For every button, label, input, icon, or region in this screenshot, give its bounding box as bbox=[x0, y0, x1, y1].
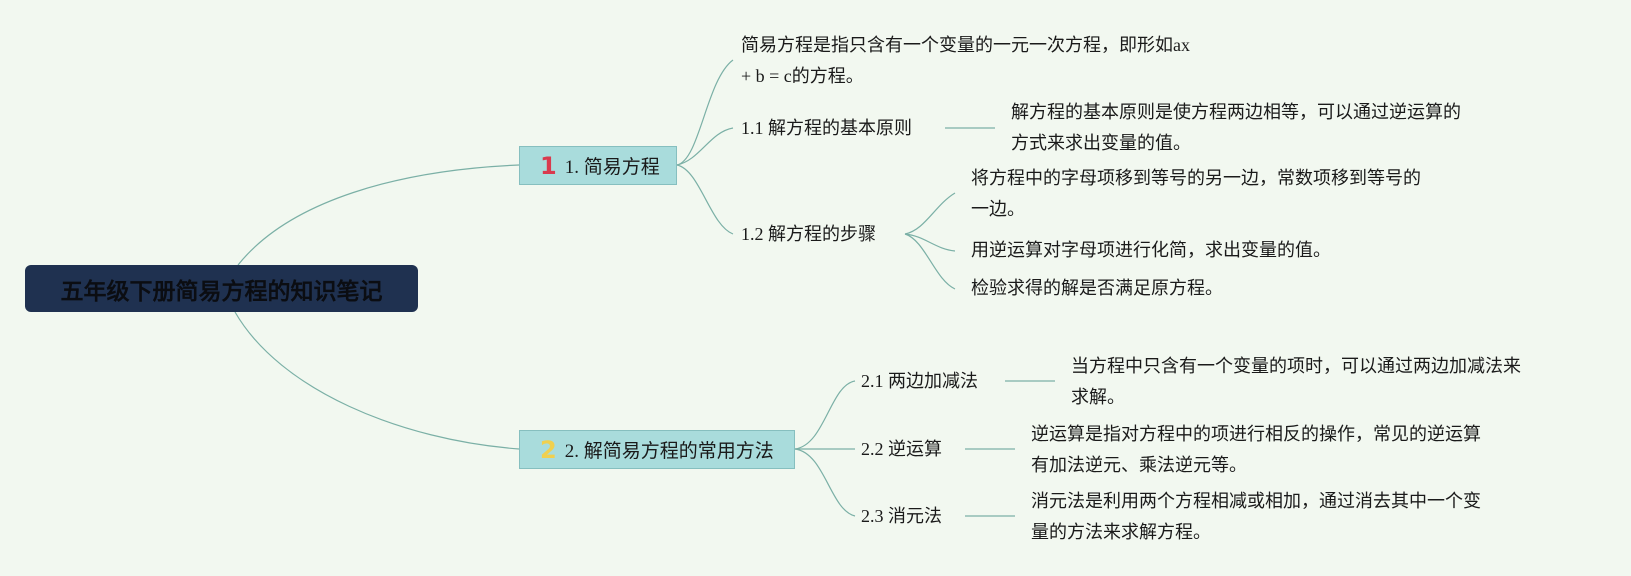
topic-2[interactable]: 2 2. 解简易方程的常用方法 bbox=[519, 430, 795, 469]
subtopic-2-2-detail[interactable]: 逆运算是指对方程中的项进行相反的操作，常见的逆运算 有加法逆元、乘法逆元等。 bbox=[1031, 419, 1481, 481]
detail-line: 解方程的基本原则是使方程两边相等，可以通过逆运算的 bbox=[1011, 102, 1461, 122]
topic-2-label: 2. 解简易方程的常用方法 bbox=[564, 441, 774, 462]
root-title: 五年级下册简易方程的知识笔记 bbox=[60, 278, 383, 305]
connector-sub12-detail1 bbox=[904, 192, 956, 235]
number-1-icon: 1 bbox=[540, 151, 557, 180]
connector-topic2-sub1 bbox=[794, 380, 856, 450]
detail-line: 用逆运算对字母项进行化简，求出变量的值。 bbox=[971, 240, 1331, 260]
topic-1[interactable]: 1 1. 简易方程 bbox=[519, 146, 677, 185]
connector-topic1-sub1 bbox=[676, 127, 734, 166]
subtopic-1-1-label: 1.1 解方程的基本原则 bbox=[741, 118, 912, 138]
connector-topic1-definition bbox=[676, 59, 734, 166]
connector-root-topic-2 bbox=[234, 311, 520, 450]
subtopic-1-2-label: 1.2 解方程的步骤 bbox=[741, 224, 876, 244]
subtopic-2-1-label: 2.1 两边加减法 bbox=[861, 371, 978, 391]
topic-1-label: 1. 简易方程 bbox=[564, 157, 660, 178]
subtopic-1-2-detail-2[interactable]: 用逆运算对字母项进行化简，求出变量的值。 bbox=[971, 235, 1331, 266]
subtopic-2-1[interactable]: 2.1 两边加减法 bbox=[861, 366, 978, 397]
detail-line: 消元法是利用两个方程相减或相加，通过消去其中一个变 bbox=[1031, 491, 1481, 511]
detail-line: 方式来求出变量的值。 bbox=[1011, 133, 1191, 153]
subtopic-2-3[interactable]: 2.3 消元法 bbox=[861, 501, 942, 532]
detail-line: 求解。 bbox=[1071, 387, 1125, 407]
topic-1-definition[interactable]: 简易方程是指只含有一个变量的一元一次方程，即形如ax + b = c的方程。 bbox=[741, 30, 1190, 92]
detail-line: 量的方法来求解方程。 bbox=[1031, 522, 1211, 542]
subtopic-2-3-detail[interactable]: 消元法是利用两个方程相减或相加，通过消去其中一个变 量的方法来求解方程。 bbox=[1031, 486, 1481, 548]
subtopic-2-3-label: 2.3 消元法 bbox=[861, 506, 942, 526]
connector-sub12-detail3 bbox=[904, 233, 956, 290]
subtopic-2-2[interactable]: 2.2 逆运算 bbox=[861, 434, 942, 465]
subtopic-1-2-detail-1[interactable]: 将方程中的字母项移到等号的另一边，常数项移到等号的 一边。 bbox=[971, 163, 1421, 225]
connector-topic2-sub3 bbox=[794, 448, 856, 517]
subtopic-1-2[interactable]: 1.2 解方程的步骤 bbox=[741, 219, 876, 250]
definition-line-1: 简易方程是指只含有一个变量的一元一次方程，即形如ax bbox=[741, 35, 1190, 55]
subtopic-2-1-detail[interactable]: 当方程中只含有一个变量的项时，可以通过两边加减法来 求解。 bbox=[1071, 351, 1521, 413]
subtopic-2-2-label: 2.2 逆运算 bbox=[861, 439, 942, 459]
definition-line-2: + b = c的方程。 bbox=[741, 66, 864, 86]
number-2-icon: 2 bbox=[540, 435, 557, 464]
root-topic[interactable]: 五年级下册简易方程的知识笔记 bbox=[25, 265, 418, 312]
connector-root-topic-1 bbox=[237, 164, 520, 266]
detail-line: 检验求得的解是否满足原方程。 bbox=[971, 278, 1223, 298]
detail-line: 有加法逆元、乘法逆元等。 bbox=[1031, 455, 1247, 475]
connector-sub12-detail2 bbox=[904, 233, 956, 252]
subtopic-1-1-detail[interactable]: 解方程的基本原则是使方程两边相等，可以通过逆运算的 方式来求出变量的值。 bbox=[1011, 97, 1461, 159]
subtopic-1-1[interactable]: 1.1 解方程的基本原则 bbox=[741, 113, 912, 144]
detail-line: 逆运算是指对方程中的项进行相反的操作，常见的逆运算 bbox=[1031, 424, 1481, 444]
detail-line: 将方程中的字母项移到等号的另一边，常数项移到等号的 bbox=[971, 168, 1421, 188]
subtopic-1-2-detail-3[interactable]: 检验求得的解是否满足原方程。 bbox=[971, 273, 1223, 304]
detail-line: 当方程中只含有一个变量的项时，可以通过两边加减法来 bbox=[1071, 356, 1521, 376]
detail-line: 一边。 bbox=[971, 199, 1025, 219]
connector-topic1-sub2 bbox=[676, 164, 734, 235]
